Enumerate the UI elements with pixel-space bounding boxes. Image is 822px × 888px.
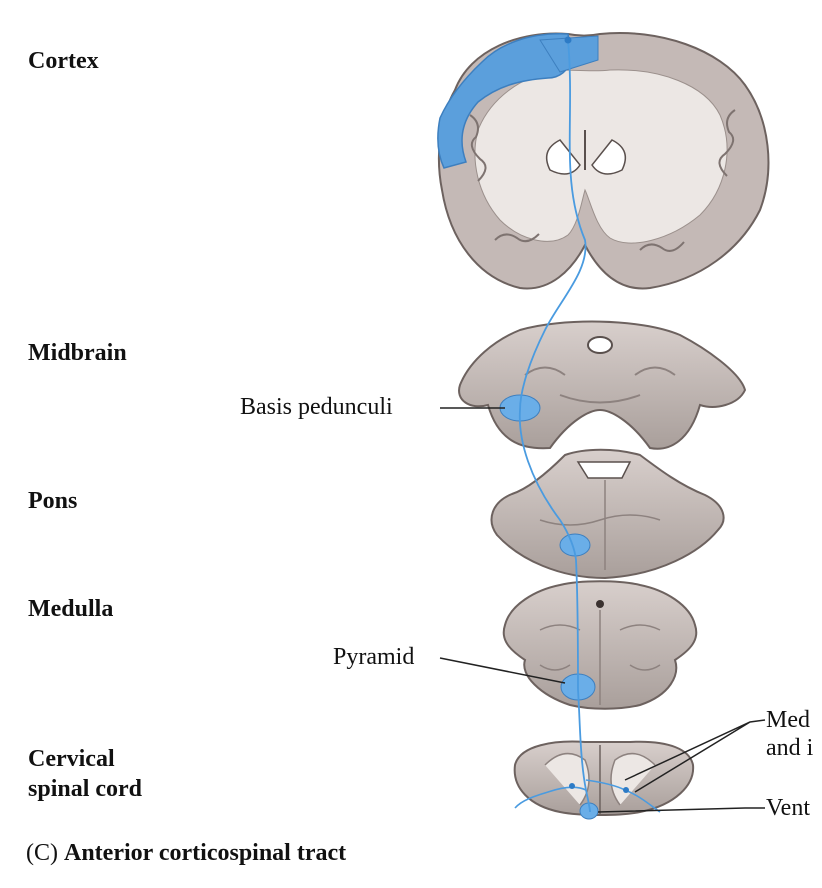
tract-line — [518, 39, 591, 813]
midbrain-label: Midbrain — [28, 340, 127, 366]
ventral-leader — [597, 807, 765, 813]
ventral-cut-label: Vent — [766, 795, 810, 821]
cortex-label: Cortex — [28, 48, 99, 74]
pons-section — [490, 448, 725, 580]
spinal-cord-section — [513, 740, 695, 820]
medial-leader — [624, 719, 766, 793]
cervical-label-line1: Cervical — [28, 746, 115, 772]
pyramid-leader — [439, 657, 566, 684]
pyramid-label: Pyramid — [333, 644, 415, 670]
medulla-label: Medulla — [28, 596, 114, 622]
caption-panel: (C) — [26, 840, 58, 866]
midbrain-section — [458, 320, 747, 450]
medial-cut-label-line1: Med — [766, 707, 810, 733]
figure-caption: (C) Anterior corticospinal tract — [26, 838, 346, 868]
cortex-section — [437, 32, 770, 290]
pons-label: Pons — [28, 488, 78, 514]
basis-pedunculi-label: Basis pedunculi — [240, 394, 393, 420]
cervical-label-line2: spinal cord — [28, 776, 143, 802]
caption-title: Anterior corticospinal tract — [64, 840, 347, 866]
medulla-section — [502, 580, 698, 710]
medial-cut-label-line2: and i — [766, 735, 814, 761]
